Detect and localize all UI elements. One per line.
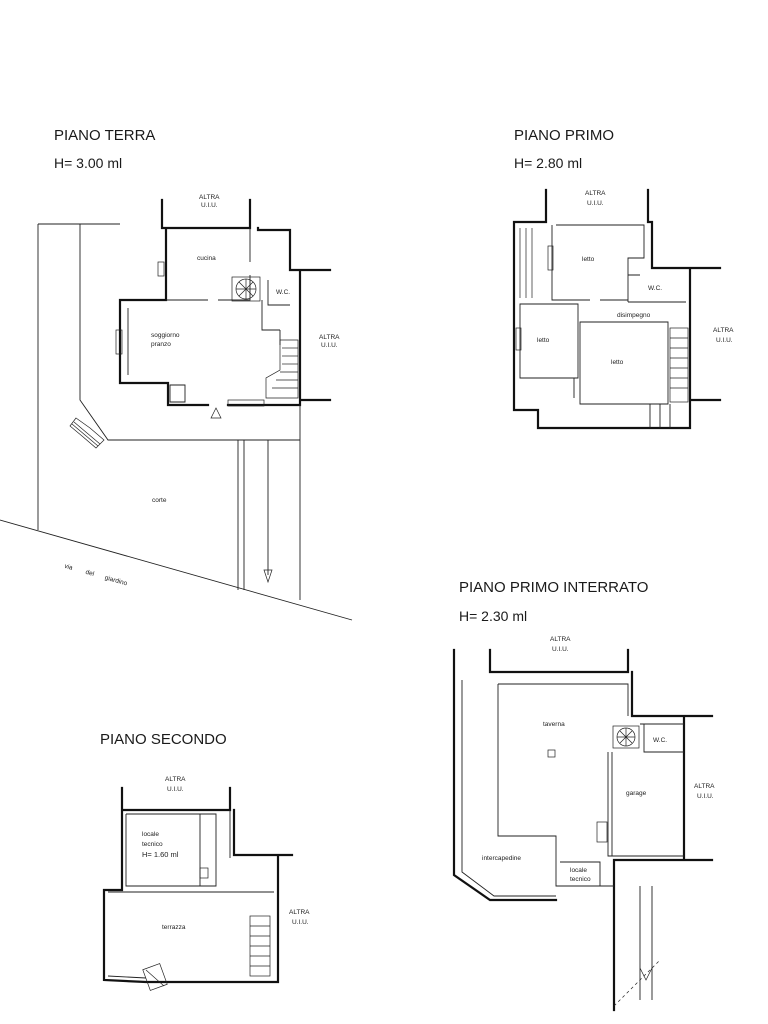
secondo-room-terrazza: terrazza bbox=[162, 924, 186, 931]
secondo-outer-walls bbox=[102, 786, 294, 984]
terra-altra-right-2: U.I.U. bbox=[321, 342, 338, 349]
secondo-altra-top-1: ALTRA bbox=[165, 776, 186, 783]
primo-outer-walls bbox=[512, 188, 722, 430]
interrato-altra-top-2: U.I.U. bbox=[552, 646, 569, 653]
street-word-3: giardino bbox=[104, 574, 129, 587]
terra-room-soggiorno-1: soggiorno bbox=[151, 332, 180, 339]
terra-room-soggiorno-2: pranzo bbox=[151, 341, 171, 348]
terra-altra-right-1: ALTRA bbox=[319, 334, 340, 341]
primo-room-wc: W.C. bbox=[648, 285, 662, 292]
piano-terra-plan: PIANO TERRA H= 3.00 ml ALTRA U.I.U. bbox=[0, 127, 353, 621]
interrato-outer-walls bbox=[452, 648, 714, 1012]
terra-porch-steps bbox=[69, 417, 105, 449]
secondo-room-locale-1: locale bbox=[142, 831, 159, 838]
interrato-column bbox=[547, 749, 556, 758]
terra-altra-top-2: U.I.U. bbox=[201, 202, 218, 209]
interrato-room-locale-2: tecnico bbox=[570, 876, 591, 883]
piano-interrato-title: PIANO PRIMO INTERRATO bbox=[459, 579, 648, 596]
interrato-room-garage: garage bbox=[626, 790, 647, 797]
interrato-altra-right-1: ALTRA bbox=[694, 783, 715, 790]
primo-window-left bbox=[515, 327, 522, 351]
terra-altra-top-1: ALTRA bbox=[199, 194, 220, 201]
piano-secondo-plan: PIANO SECONDO ALTRA U.I.U. locale tecnic… bbox=[100, 731, 310, 991]
piano-primo-height: H= 2.80 ml bbox=[514, 155, 582, 171]
terra-room-corte: corte bbox=[152, 497, 167, 504]
secondo-interior-walls bbox=[107, 810, 274, 979]
secondo-altra-right-2: U.I.U. bbox=[292, 919, 309, 926]
secondo-door bbox=[199, 867, 209, 879]
piano-secondo-title: PIANO SECONDO bbox=[100, 731, 227, 748]
piano-interrato-height: H= 2.30 ml bbox=[459, 608, 527, 624]
primo-room-letto-top: letto bbox=[582, 256, 595, 263]
interrato-ramp-line bbox=[613, 959, 661, 1007]
primo-room-disimpegno: disimpegno bbox=[617, 312, 651, 319]
secondo-room-locale-2: tecnico bbox=[142, 841, 163, 848]
interrato-room-wc: W.C. bbox=[653, 737, 667, 744]
terra-main-stair bbox=[265, 339, 299, 399]
piano-terra-height: H= 3.00 ml bbox=[54, 155, 122, 171]
interrato-stair-box bbox=[596, 821, 608, 843]
terra-door-front bbox=[227, 399, 265, 407]
interrato-room-taverna: taverna bbox=[543, 721, 565, 728]
interrato-altra-right-2: U.I.U. bbox=[697, 793, 714, 800]
secondo-altra-top-2: U.I.U. bbox=[167, 786, 184, 793]
interrato-altra-top-1: ALTRA bbox=[550, 636, 571, 643]
terra-street-label: via del giardino bbox=[63, 563, 128, 588]
primo-altra-top-2: U.I.U. bbox=[587, 200, 604, 207]
street-word-1: via bbox=[63, 563, 73, 572]
terra-outer-walls bbox=[118, 198, 332, 407]
piano-primo-plan: PIANO PRIMO H= 2.80 ml ALTRA U.I.U. lett… bbox=[512, 127, 734, 430]
primo-stair bbox=[669, 327, 689, 403]
interrato-room-locale-1: locale bbox=[570, 867, 587, 874]
secondo-altra-right-1: ALTRA bbox=[289, 909, 310, 916]
terra-ramp-arrow bbox=[263, 569, 273, 584]
interrato-interior-walls bbox=[461, 680, 684, 1000]
primo-interior-walls bbox=[519, 224, 686, 428]
piano-interrato-plan: PIANO PRIMO INTERRATO H= 2.30 ml ALTRA U… bbox=[452, 579, 715, 1012]
primo-room-letto-left: letto bbox=[537, 337, 550, 344]
piano-terra-title: PIANO TERRA bbox=[54, 127, 155, 144]
primo-altra-right-2: U.I.U. bbox=[716, 337, 733, 344]
terra-room-cucina: cucina bbox=[197, 255, 216, 262]
interrato-ramp-arrow bbox=[639, 967, 653, 981]
primo-altra-top-1: ALTRA bbox=[585, 190, 606, 197]
primo-room-letto-center: letto bbox=[611, 359, 624, 366]
street-word-2: del bbox=[85, 569, 96, 578]
primo-window-top bbox=[547, 245, 554, 271]
terra-interior-walls bbox=[127, 228, 290, 403]
secondo-skylight bbox=[142, 963, 168, 991]
piano-primo-title: PIANO PRIMO bbox=[514, 127, 614, 144]
terra-entrance-mark bbox=[210, 407, 222, 419]
secondo-room-locale-3: H= 1.60 ml bbox=[142, 850, 179, 859]
interrato-fan-unit bbox=[612, 725, 640, 749]
terra-spiral-stair bbox=[231, 276, 261, 302]
primo-altra-right-1: ALTRA bbox=[713, 327, 734, 334]
primo-balcony-rail bbox=[519, 228, 533, 298]
interrato-room-intercapedine: intercapedine bbox=[482, 855, 521, 862]
terra-corte-boundary bbox=[0, 223, 353, 621]
terra-window-left bbox=[115, 329, 123, 355]
terra-room-wc: W.C. bbox=[276, 289, 290, 296]
secondo-stair bbox=[249, 915, 271, 977]
terra-window-kitchen bbox=[157, 261, 165, 277]
